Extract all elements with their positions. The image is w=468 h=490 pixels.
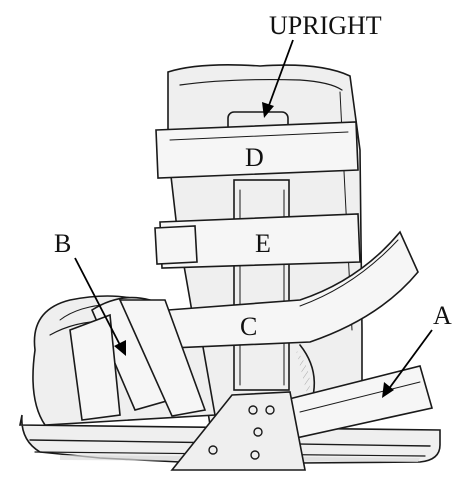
label-strap-b: B: [54, 229, 71, 258]
label-strap-c: C: [240, 312, 257, 341]
label-strap-a: A: [433, 301, 452, 330]
upright-bar: [234, 180, 289, 390]
label-strap-d: D: [245, 143, 264, 172]
label-upright: UPRIGHT: [269, 11, 382, 40]
label-strap-e: E: [255, 229, 271, 258]
